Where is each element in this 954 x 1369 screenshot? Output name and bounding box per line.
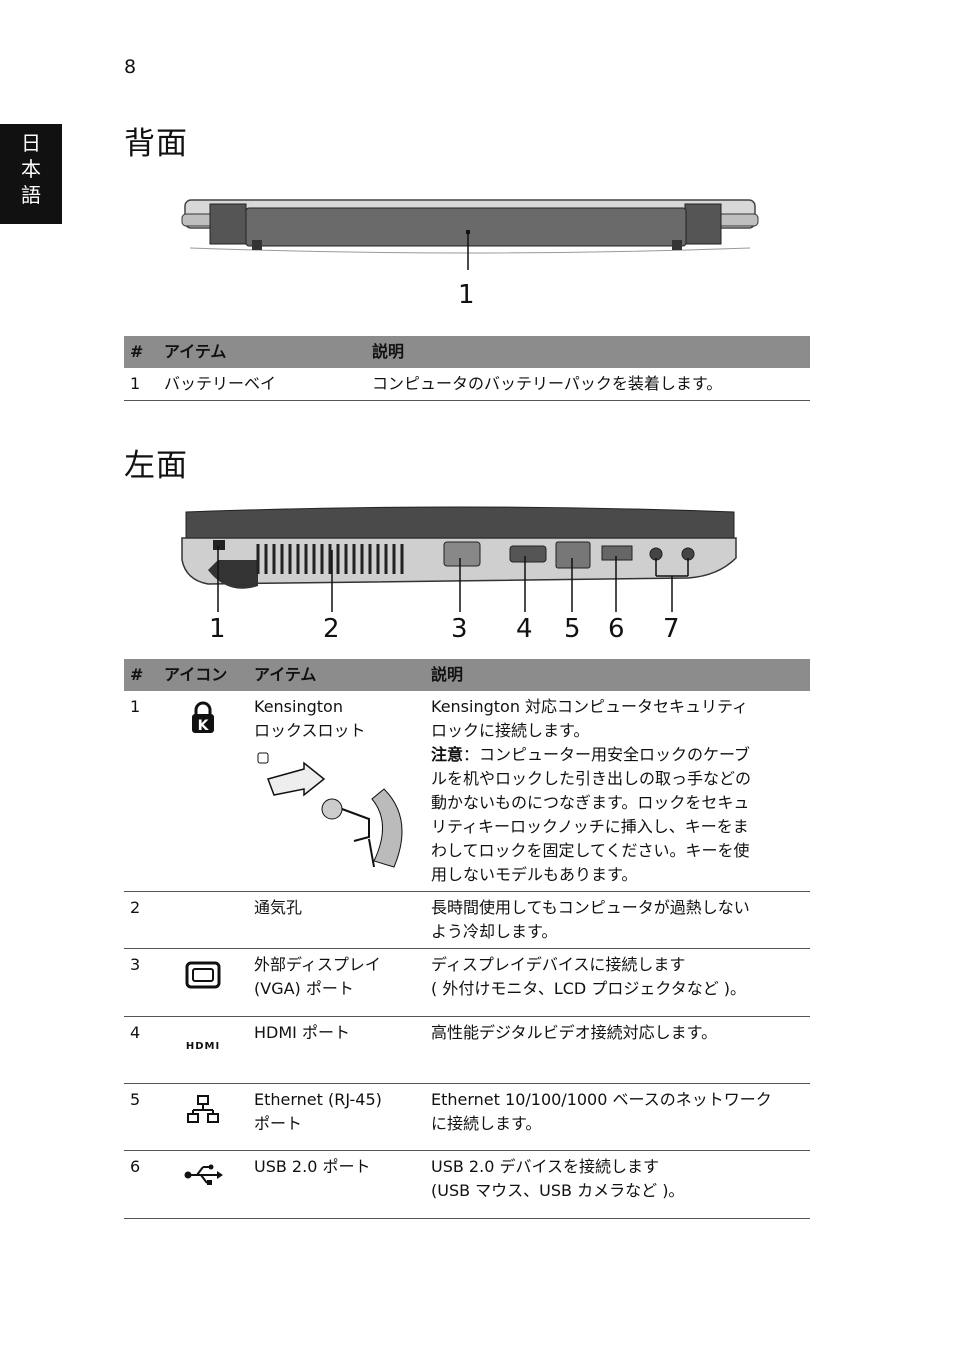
usb-icon <box>184 1164 223 1185</box>
row-description-line: ( 外付けモニタ、LCD プロジェクタなど )。 <box>431 979 747 998</box>
table-row: 6 USB 2.0 ポート USB 2.0 デバイスを接続します (USB マウ… <box>124 1150 810 1219</box>
header-description: 説明 <box>366 336 810 368</box>
left-callout-6: 6 <box>608 614 625 644</box>
left-view-illustration <box>181 506 737 612</box>
row-description-line: よう冷却します。 <box>431 922 558 941</box>
left-callout-2: 2 <box>323 614 340 644</box>
table-row: 2 通気孔 長時間使用してもコンピュータが過熱しない よう冷却します。 <box>124 891 810 949</box>
language-tab-char: 本 <box>21 157 41 181</box>
table-row: 4 HDMI HDMI ポート 高性能デジタルビデオ接続対応します。 <box>124 1016 810 1084</box>
row-note-line: リティキーロックノッチに挿入し、キーをま <box>431 817 749 836</box>
table-row: 5 Ethernet (RJ-45) ポート Ethernet 10/100/1… <box>124 1083 810 1151</box>
row-item-line: Kensington <box>254 697 343 716</box>
row-item-line: ロックスロット <box>254 721 366 740</box>
row-description-line: に接続します。 <box>431 1114 542 1133</box>
table-header-row: # アイコン アイテム 説明 <box>124 659 810 691</box>
table-row: 3 外部ディスプレイ (VGA) ポート ディスプレイデバイスに接続します ( … <box>124 948 810 1017</box>
header-number: # <box>124 659 158 691</box>
row-note-line: 動かないものにつなぎます。ロックをセキュ <box>431 793 750 812</box>
row-description: コンピュータのバッテリーパックを装着します。 <box>366 368 810 401</box>
rear-callout-1: 1 <box>458 280 475 310</box>
row-note-line: わしてロックを固定してください。キーを使 <box>431 841 750 860</box>
header-item: アイテム <box>248 659 425 691</box>
row-number: 1 <box>124 691 158 892</box>
row-description-line: ロックに接続します。 <box>431 721 590 740</box>
language-tab-char: 語 <box>21 183 41 207</box>
svg-text:K: K <box>198 718 210 734</box>
ethernet-network-icon <box>187 1095 219 1123</box>
rear-item-table: # アイテム 説明 1 バッテリーベイ コンピュータのバッテリーパックを装着しま… <box>124 336 810 401</box>
kensington-lock-diagram <box>257 752 403 868</box>
note-label: 注意 <box>431 745 464 764</box>
row-item-line: 通気孔 <box>248 891 425 949</box>
rear-view-title: 背面 <box>124 126 188 162</box>
table-header-row: # アイテム 説明 <box>124 336 810 368</box>
rear-view-illustration <box>181 199 759 270</box>
header-description: 説明 <box>425 659 810 691</box>
kensington-lock-icon: K <box>192 701 214 734</box>
row-number: 4 <box>124 1016 158 1084</box>
row-description-line: ディスプレイデバイスに接続します <box>431 955 686 974</box>
left-callout-4: 4 <box>516 614 533 644</box>
left-callout-1: 1 <box>209 614 226 644</box>
header-icon: アイコン <box>158 659 248 691</box>
table-row: 1 K Kensington ロックスロット Kensington 対応コンピュ… <box>124 691 810 892</box>
left-item-table: # アイコン アイテム 説明 1 K Kensington ロックスロット <box>124 659 810 1219</box>
row-item-line: 外部ディスプレイ <box>254 955 381 974</box>
row-note-line: 用しないモデルもあります。 <box>431 865 638 884</box>
row-description-line: Ethernet 10/100/1000 ベースのネットワーク <box>431 1090 772 1109</box>
row-item: バッテリーベイ <box>158 368 366 401</box>
row-description-line: 高性能デジタルビデオ接続対応します。 <box>425 1016 810 1084</box>
row-item-line: HDMI ポート <box>248 1016 425 1084</box>
left-callout-7: 7 <box>663 614 680 644</box>
left-callout-5: 5 <box>564 614 581 644</box>
row-item-line: USB 2.0 ポート <box>248 1150 425 1219</box>
vga-port-icon <box>185 961 221 989</box>
row-description-line: USB 2.0 デバイスを接続します <box>431 1157 659 1176</box>
row-number: 3 <box>124 948 158 1017</box>
header-number: # <box>124 336 158 368</box>
language-tab: 日 本 語 <box>0 124 62 224</box>
row-item-line: Ethernet (RJ-45) <box>254 1090 382 1109</box>
table-row: 1 バッテリーベイ コンピュータのバッテリーパックを装着します。 <box>124 368 810 401</box>
page-number: 8 <box>124 56 137 78</box>
row-number: 5 <box>124 1083 158 1151</box>
row-description-line: 長時間使用してもコンピュータが過熱しない <box>431 898 750 917</box>
row-number: 2 <box>124 891 158 949</box>
row-number: 6 <box>124 1150 158 1219</box>
header-item: アイテム <box>158 336 366 368</box>
row-description-line: (USB マウス、USB カメラなど )。 <box>431 1181 685 1200</box>
hdmi-icon: HDMI <box>185 1041 221 1052</box>
row-number: 1 <box>124 368 158 401</box>
language-tab-char: 日 <box>21 131 41 155</box>
row-item-line: ポート <box>254 1114 303 1133</box>
left-view-title: 左面 <box>124 448 188 484</box>
row-note-line: ルを机やロックした引き出しの取っ手などの <box>431 769 752 788</box>
left-callout-3: 3 <box>451 614 468 644</box>
row-item-line: (VGA) ポート <box>254 979 354 998</box>
row-note-line: ：コンピューター用安全ロックのケーブ <box>463 745 751 764</box>
row-description-line: Kensington 対応コンピュータセキュリティ <box>431 697 749 716</box>
